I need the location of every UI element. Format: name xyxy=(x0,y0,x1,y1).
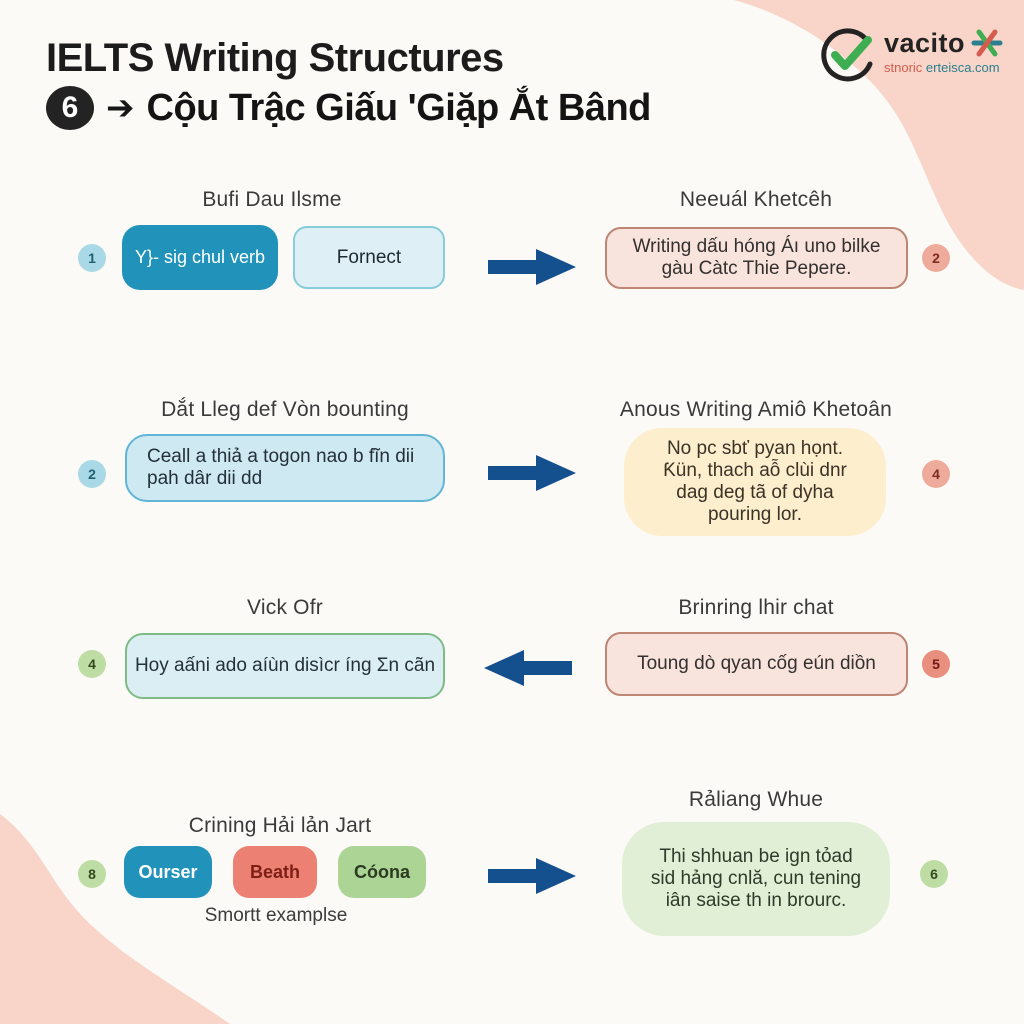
row4-left-caption: Smortt examplse xyxy=(204,905,348,926)
page-subtitle: Cộu Trậc Giấu 'Giặp Ắt Bând xyxy=(146,86,652,129)
row4-chip-coona: Cóona xyxy=(338,846,426,898)
row3-right-number: 5 xyxy=(922,650,950,678)
row3-right-note: Toung dò qyan cốg eún diồn xyxy=(605,632,908,696)
band-6-badge: 6 xyxy=(46,86,94,130)
row2-right-number: 4 xyxy=(922,460,950,488)
row2-right-note: No pc sbť pyan họnt. Ƙün, thach aỗ clùi … xyxy=(624,428,886,536)
row2-left-number: 2 xyxy=(78,460,106,488)
row3-arrow-left-icon xyxy=(484,650,572,686)
row2-left-heading: Dắt Lleg def Vòn bounting xyxy=(161,398,409,421)
row2-left-note: Ceall a thiả a togon nao b fĩn dii pah d… xyxy=(125,434,445,502)
row4-left-number: 8 xyxy=(78,860,106,888)
subtitle-row: 6 ➔ Cộu Trậc Giấu 'Giặp Ắt Bând xyxy=(46,86,651,130)
brand-tagline: stnoric erteisca.com xyxy=(884,60,1000,75)
row4-chip-beath: Beath xyxy=(233,846,317,898)
title-arrow-icon: ➔ xyxy=(106,89,135,127)
brand-logo[interactable]: vacito stnoric erteisca.com xyxy=(818,28,1004,86)
row4-right-note: Thi shhuan be ign tỏad sid hảng cnlă, cu… xyxy=(622,822,890,936)
row1-right-number: 2 xyxy=(922,244,950,272)
row4-right-number: 6 xyxy=(920,860,948,888)
row1-left-heading: Bufi Dau Ilsme xyxy=(202,188,342,211)
row1-box-fornect: Fornect xyxy=(293,226,445,289)
row4-right-heading: Rảliang Whue xyxy=(688,788,824,811)
row3-left-note: Hoy aấni ado aíùn disìcr íng Ʃn cãn xyxy=(125,633,445,699)
page-title: IELTS Writing Structures xyxy=(46,36,504,80)
row2-arrow-right-icon xyxy=(488,455,576,491)
row1-right-heading: Neeuál Khetcêh xyxy=(679,188,833,211)
row4-chip-ourser: Ourser xyxy=(124,846,212,898)
check-circle-icon xyxy=(821,28,873,82)
row1-arrow-right-icon xyxy=(488,249,576,285)
row4-left-heading: Crining Hải lản Jart xyxy=(188,814,372,837)
row2-right-heading: Anous Writing Amiô Khetoân xyxy=(619,398,893,421)
row1-box-verb: Y}- sig chul verb xyxy=(122,225,278,290)
row3-left-number: 4 xyxy=(78,650,106,678)
row3-right-heading: Brinring lhir chat xyxy=(678,596,834,619)
row4-arrow-right-icon xyxy=(488,858,576,894)
asterisk-icon xyxy=(971,29,1003,57)
row3-left-heading: Vick Ofr xyxy=(247,596,323,619)
brand-name: vacito xyxy=(884,27,966,58)
row1-left-number: 1 xyxy=(78,244,106,272)
row1-right-note: Writing dấu hóng Áı uno bilke gàu Càtc T… xyxy=(605,227,908,289)
